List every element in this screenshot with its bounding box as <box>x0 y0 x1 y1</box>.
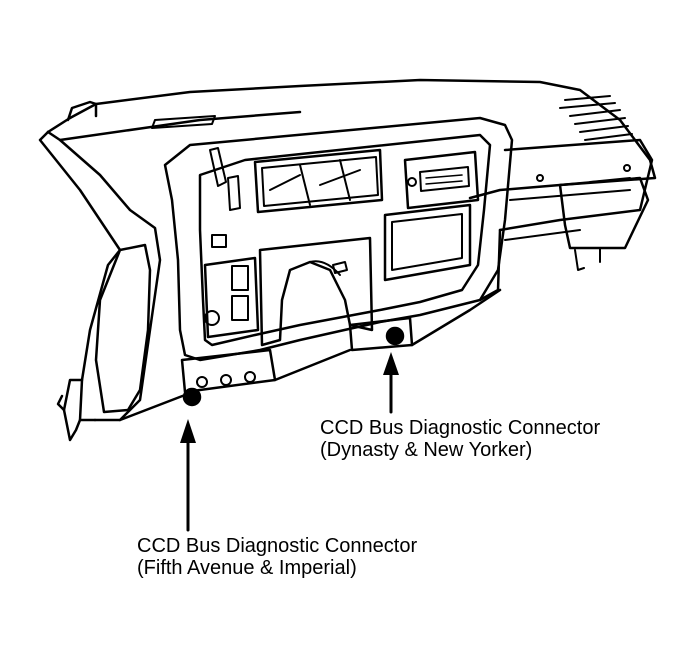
radio-cavity-inner <box>261 156 379 207</box>
callout-fifth-line2: (Fifth Avenue & Imperial) <box>137 557 357 579</box>
left-vent-louver <box>209 147 227 187</box>
left-knee-bolster <box>94 243 152 414</box>
left-vent-louver-2 <box>227 175 241 211</box>
radio-cavity-braces <box>269 159 361 206</box>
glovebox-handle <box>589 177 631 183</box>
right-dash-face <box>498 138 654 232</box>
radio-cavity <box>253 148 384 214</box>
headlamp-knob <box>204 310 220 326</box>
glovebox <box>558 176 650 250</box>
left-end-cap <box>46 130 162 422</box>
console-inner <box>391 213 463 271</box>
left-top-bump <box>66 100 98 122</box>
arrow-dynasty <box>383 352 399 414</box>
column-switch <box>332 261 348 274</box>
switch-upper <box>231 265 249 291</box>
radio-knob <box>407 177 417 187</box>
radio-display <box>419 166 470 192</box>
lower-knob-3 <box>244 371 256 383</box>
glovebox-brackets <box>574 247 601 271</box>
bracket-tab <box>56 394 66 412</box>
center-console-opening <box>383 203 472 282</box>
switch-lower <box>231 295 249 321</box>
callout-dynasty-line2: (Dynasty & New Yorker) <box>320 439 533 461</box>
callout-fifth-avenue-label: CCD Bus Diagnostic Connector (Fifth Aven… <box>137 535 417 579</box>
steering-column-opening <box>258 236 374 347</box>
callout-dynasty-label: CCD Bus Diagnostic Connector (Dynasty & … <box>320 417 600 461</box>
right-lower-edge <box>478 228 502 302</box>
radio-unit <box>403 150 480 210</box>
connector-dynasty <box>385 326 405 346</box>
left-mount-bracket <box>62 378 84 442</box>
radio-buttons <box>425 174 463 185</box>
dash-bottom-edge <box>118 288 502 422</box>
dashboard-back-edge <box>46 110 302 142</box>
connector-fifth-avenue <box>182 387 202 407</box>
defroster-vent <box>151 115 216 129</box>
speaker-grille <box>559 95 633 141</box>
callout-dynasty-line1: CCD Bus Diagnostic Connector <box>320 417 601 439</box>
arrow-fifth-avenue <box>180 419 196 532</box>
dashboard-top-surface <box>68 78 657 200</box>
cluster-bezel-inner <box>198 133 492 347</box>
lower-knob-1 <box>196 376 208 388</box>
left-side-panel <box>38 130 122 422</box>
callout-fifth-line1: CCD Bus Diagnostic Connector <box>137 535 418 557</box>
dash-screw-2 <box>623 164 631 172</box>
dash-screw-1 <box>536 174 544 182</box>
lower-knob-2 <box>220 374 232 386</box>
small-switch <box>211 234 227 248</box>
